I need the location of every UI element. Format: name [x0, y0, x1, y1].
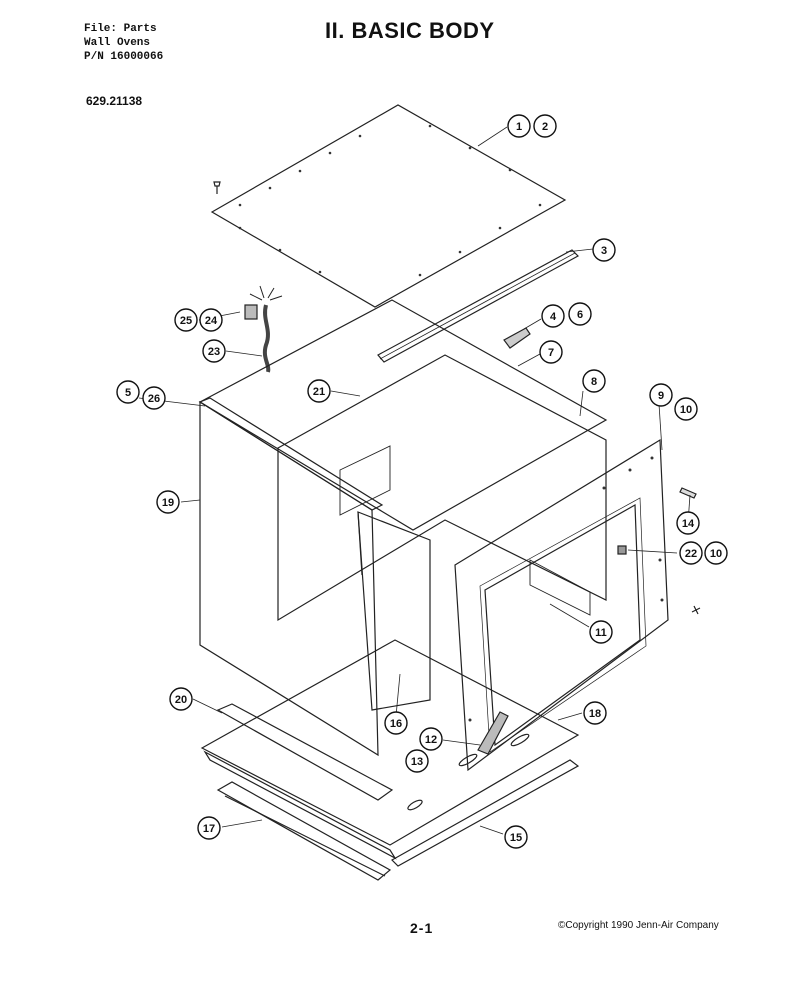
- callout-13: 13: [405, 749, 429, 773]
- callout-4: 4: [541, 304, 565, 328]
- callout-11: 11: [589, 620, 613, 644]
- top-rail: [377, 249, 579, 363]
- callout-22: 22: [679, 541, 703, 565]
- callout-8: 8: [582, 369, 606, 393]
- front-rail: [216, 703, 394, 801]
- callout-15: 15: [504, 825, 528, 849]
- cabinet-top-frame: [198, 299, 608, 531]
- callout-19: 19: [156, 490, 180, 514]
- svg-text:6: 6: [577, 309, 583, 321]
- callout-25: 25: [174, 308, 198, 332]
- svg-text:23: 23: [208, 346, 220, 358]
- svg-text:13: 13: [411, 756, 423, 768]
- copyright: ©Copyright 1990 Jenn-Air Company: [558, 920, 719, 931]
- callout-2: 2: [533, 114, 557, 138]
- svg-text:5: 5: [125, 387, 131, 399]
- lower-rail: [216, 781, 392, 881]
- page-number: 2-1: [410, 920, 434, 936]
- inner-partition: [357, 511, 431, 711]
- callout-9: 9: [649, 383, 673, 407]
- svg-text:3: 3: [601, 245, 607, 257]
- callout-group: 1 2 3 4 6 7 8 9 10 5 26 25 24 23 21 19 1…: [116, 114, 728, 849]
- svg-text:15: 15: [510, 832, 522, 844]
- svg-text:9: 9: [658, 390, 664, 402]
- svg-text:7: 7: [548, 347, 554, 359]
- svg-text:25: 25: [180, 315, 192, 327]
- svg-text:12: 12: [425, 734, 437, 746]
- svg-text:4: 4: [550, 311, 557, 323]
- hinge: [477, 711, 509, 755]
- svg-text:21: 21: [313, 386, 325, 398]
- file-header: File: Parts Wall Ovens P/N 16000066: [84, 22, 163, 64]
- callout-23: 23: [202, 339, 226, 363]
- wire-harness: [262, 304, 271, 373]
- callout-10b: 10: [704, 541, 728, 565]
- callout-12: 12: [419, 727, 443, 751]
- callout-6: 6: [568, 302, 592, 326]
- base-pan: [200, 639, 580, 846]
- window-opening: [484, 503, 641, 747]
- grommet-screw: [679, 487, 697, 499]
- part-number: P/N 16000066: [84, 51, 164, 63]
- svg-text:10: 10: [680, 404, 692, 416]
- svg-text:16: 16: [390, 718, 402, 730]
- svg-text:26: 26: [148, 393, 160, 405]
- callout-24: 24: [199, 308, 223, 332]
- front-frame: [454, 438, 669, 772]
- rear-panel: [277, 354, 607, 622]
- svg-text:10: 10: [710, 548, 722, 560]
- svg-text:14: 14: [682, 518, 695, 530]
- page-title: II. BASIC BODY: [325, 18, 495, 43]
- file-label: File: Parts: [84, 23, 157, 35]
- callout-3: 3: [592, 238, 616, 262]
- svg-text:1: 1: [516, 121, 522, 133]
- product-label: Wall Ovens: [84, 37, 151, 49]
- callout-7: 7: [539, 340, 563, 364]
- callout-1: 1: [507, 114, 531, 138]
- top-screw: [213, 181, 221, 194]
- svg-text:17: 17: [203, 823, 215, 835]
- top-panel-screws: [238, 124, 542, 277]
- svg-text:22: 22: [685, 548, 697, 560]
- svg-text:20: 20: [175, 694, 187, 706]
- leader-lines: [138, 126, 691, 835]
- top-panel: [210, 104, 567, 308]
- svg-text:8: 8: [591, 376, 597, 388]
- callout-10: 10: [674, 397, 698, 421]
- callout-21: 21: [307, 379, 331, 403]
- callout-20: 20: [169, 687, 193, 711]
- svg-text:19: 19: [162, 497, 174, 509]
- svg-text:18: 18: [589, 708, 601, 720]
- bracket: [503, 327, 531, 349]
- svg-text:11: 11: [595, 627, 607, 639]
- callout-17: 17: [197, 816, 221, 840]
- clip: [617, 545, 627, 555]
- callout-5: 5: [116, 380, 140, 404]
- callout-26: 26: [142, 386, 166, 410]
- svg-text:2: 2: [542, 121, 548, 133]
- callout-16: 16: [384, 711, 408, 735]
- bottom-rail: [391, 759, 580, 867]
- svg-text:24: 24: [205, 315, 218, 327]
- callout-14: 14: [676, 511, 700, 535]
- callout-18: 18: [583, 701, 607, 725]
- model-number: 629.21138: [86, 94, 143, 108]
- wire-clamp: [244, 304, 258, 320]
